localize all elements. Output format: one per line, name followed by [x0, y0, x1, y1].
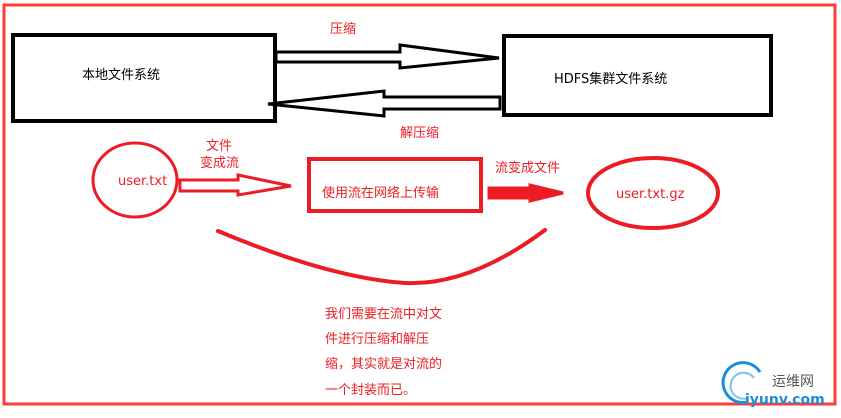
note-line: 我们需要在流中对文: [325, 307, 442, 322]
hdfs-fs-box: HDFS集群文件系统: [502, 34, 773, 117]
stream-to-file-arrow: [487, 183, 564, 203]
source-file-ellipse: [91, 141, 179, 219]
local-fs-label: 本地文件系统: [82, 68, 160, 83]
watermark-name: 运维网: [772, 374, 814, 390]
transfer-label: 使用流在网络上传输: [322, 185, 439, 201]
watermark-logo: 运维网 iyunv.com: [721, 361, 825, 408]
note-line: 件进行压缩和解压: [325, 331, 429, 347]
note-line: 缩，其实就是对流的: [325, 356, 442, 372]
hdfs-fs-label: HDFS集群文件系统: [554, 71, 667, 87]
file-to-stream-arrow: [178, 173, 292, 197]
note-line: 一个封装而已。: [325, 383, 416, 398]
stream-to-file-label: 流变成文件: [495, 160, 560, 176]
compress-arrow: [274, 43, 500, 70]
target-file-label: user.txt.gz: [616, 187, 685, 202]
compress-label: 压缩: [330, 21, 356, 37]
target-file-ellipse: [586, 156, 720, 230]
file-to-stream-label-1: 文件: [206, 139, 232, 154]
outer-frame: [2, 3, 837, 406]
decompress-label: 解压缩: [400, 125, 439, 141]
transfer-box: [307, 157, 483, 213]
brace-curve: [216, 228, 547, 286]
file-to-stream-label-2: 变成流: [200, 155, 239, 171]
local-fs-box: 本地文件系统: [11, 33, 277, 123]
source-file-label: user.txt: [118, 174, 167, 189]
decompress-arrow: [267, 89, 502, 118]
watermark-domain: iyunv.com: [745, 392, 825, 408]
logo-swirl-icon: [721, 361, 762, 405]
